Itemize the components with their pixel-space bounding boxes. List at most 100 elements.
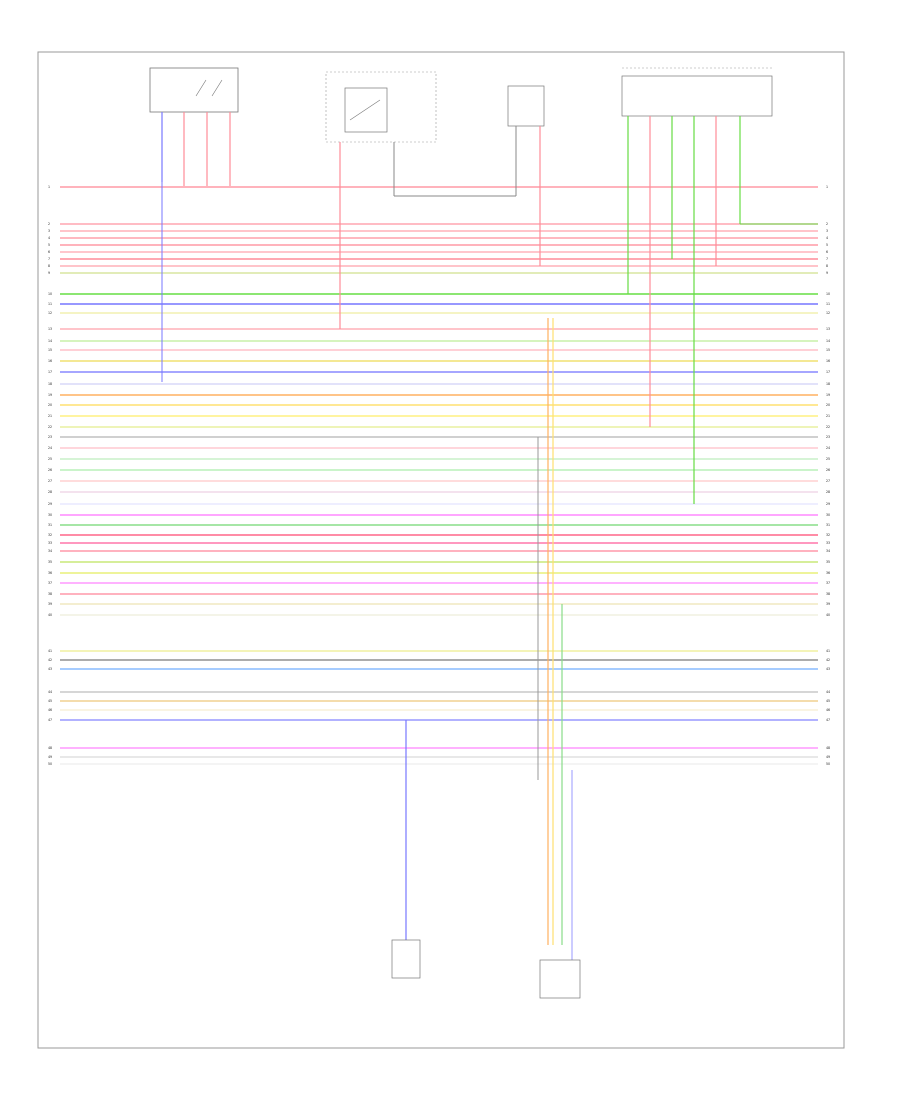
wire-number-right: 27 (826, 479, 830, 483)
wire-number-left: 9 (48, 271, 50, 275)
wire-number-left: 4 (48, 236, 50, 240)
wire-number-left: 19 (48, 393, 52, 397)
wire-number-left: 23 (48, 435, 52, 439)
top-right-module (621, 67, 818, 504)
wire-number-right: 23 (826, 435, 830, 439)
wire-number-right: 45 (826, 699, 830, 703)
wire-number-left: 45 (48, 699, 52, 703)
wire-number-left: 2 (48, 222, 50, 226)
top-center-module (394, 85, 545, 266)
wire-number-right: 35 (826, 560, 830, 564)
wire-number-left: 7 (48, 257, 50, 261)
wire-number-right: 15 (826, 348, 830, 352)
wire-number-left: 44 (48, 690, 52, 694)
wire-number-left: 8 (48, 264, 50, 268)
wire-number-right: 2 (826, 222, 828, 226)
wire-number-right: 36 (826, 571, 830, 575)
bottom-left-connector (391, 939, 421, 979)
wire-number-right: 47 (826, 718, 830, 722)
wire-number-left: 1 (48, 185, 50, 189)
wire-number-left: 18 (48, 382, 52, 386)
wire-number-left: 36 (48, 571, 52, 575)
wire-number-left: 49 (48, 755, 52, 759)
wire-number-right: 40 (826, 613, 830, 617)
wire-number-left: 29 (48, 502, 52, 506)
wire-number-left: 39 (48, 602, 52, 606)
wire-number-right: 41 (826, 649, 830, 653)
wire-number-left: 10 (48, 292, 52, 296)
wire-number-left: 38 (48, 592, 52, 596)
wire-number-right: 48 (826, 746, 830, 750)
wire-number-right: 1 (826, 185, 828, 189)
wire-number-left: 37 (48, 581, 52, 585)
wire-number-right: 30 (826, 513, 830, 517)
wire-number-right: 49 (826, 755, 830, 759)
wire-number-left: 30 (48, 513, 52, 517)
relay-coil (344, 87, 388, 133)
wire-number-right: 14 (826, 339, 830, 343)
wire-number-left: 20 (48, 403, 52, 407)
wire-number-right: 34 (826, 549, 830, 553)
wire-number-left: 35 (48, 560, 52, 564)
wire-number-right: 33 (826, 541, 830, 545)
wire-number-left: 15 (48, 348, 52, 352)
wire-number-right: 32 (826, 533, 830, 537)
top-mid-relay (325, 71, 437, 329)
wire-number-left: 13 (48, 327, 52, 331)
bottom-drops (161, 182, 573, 960)
wire-number-left: 24 (48, 446, 52, 450)
wire-number-left: 5 (48, 243, 50, 247)
wire-number-left: 46 (48, 708, 52, 712)
wire-number-right: 43 (826, 667, 830, 671)
wire-number-left: 25 (48, 457, 52, 461)
wire-number-left: 3 (48, 229, 50, 233)
wire-number-right: 31 (826, 523, 830, 527)
wire-number-left: 34 (48, 549, 52, 553)
wire-number-left: 14 (48, 339, 52, 343)
top-left-switch (149, 67, 239, 186)
connector-body (539, 959, 581, 999)
wire-number-left: 31 (48, 523, 52, 527)
diagram-frame (37, 51, 845, 1049)
wires-layer (60, 186, 818, 765)
wire-number-left: 27 (48, 479, 52, 483)
wire-number-left: 26 (48, 468, 52, 472)
bottom-right-connector (539, 959, 581, 999)
wire-number-left: 41 (48, 649, 52, 653)
wire-number-right: 46 (826, 708, 830, 712)
wire-number-right: 5 (826, 243, 828, 247)
wire-number-right: 20 (826, 403, 830, 407)
wire-number-left: 43 (48, 667, 52, 671)
wire-number-left: 40 (48, 613, 52, 617)
wire-number-right: 18 (826, 382, 830, 386)
wire-number-right: 8 (826, 264, 828, 268)
wire-number-right: 3 (826, 229, 828, 233)
wire-number-right: 39 (826, 602, 830, 606)
wire-number-right: 38 (826, 592, 830, 596)
wire-number-right: 25 (826, 457, 830, 461)
wire-number-right: 28 (826, 490, 830, 494)
wire-number-right: 12 (826, 311, 830, 315)
module-body (621, 75, 773, 117)
wire-number-left: 12 (48, 311, 52, 315)
wire-number-left: 47 (48, 718, 52, 722)
wire-number-left: 22 (48, 425, 52, 429)
wire-number-right: 37 (826, 581, 830, 585)
wire-number-right: 10 (826, 292, 830, 296)
wire-number-left: 50 (48, 762, 52, 766)
wire-number-right: 13 (826, 327, 830, 331)
wire-number-left: 28 (48, 490, 52, 494)
wire-number-right: 7 (826, 257, 828, 261)
wire-number-right: 29 (826, 502, 830, 506)
wire-number-right: 42 (826, 658, 830, 662)
wire-number-left: 17 (48, 370, 52, 374)
wire-number-right: 11 (826, 302, 830, 306)
wire-number-right: 19 (826, 393, 830, 397)
wire-number-right: 24 (826, 446, 830, 450)
wire-number-left: 48 (48, 746, 52, 750)
wire-number-left: 11 (48, 302, 52, 306)
wire-number-left: 6 (48, 250, 50, 254)
wire-number-right: 4 (826, 236, 828, 240)
